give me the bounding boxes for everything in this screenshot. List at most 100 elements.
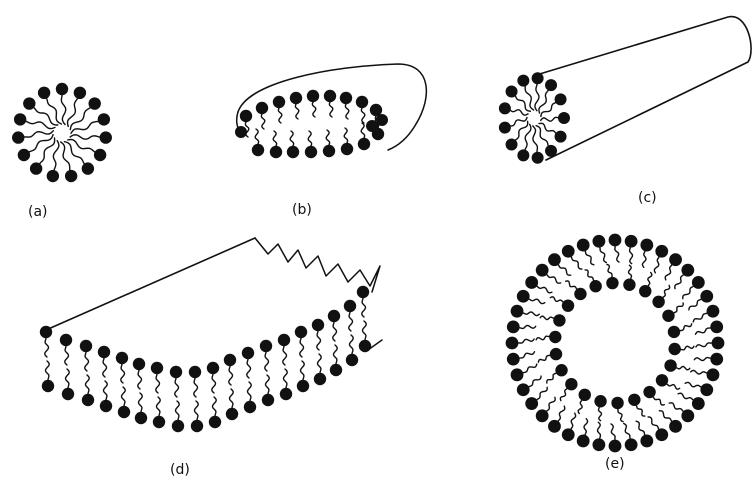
lipid-tail [273,131,276,147]
lipid-head [669,420,682,433]
lipid-tail [536,126,549,147]
lipid-head [18,149,30,161]
lipid-tail [326,130,329,146]
lipid-tail [61,142,70,171]
lipid-head [536,409,549,422]
lipid-head [592,235,605,248]
lipid-head [579,389,591,401]
lipid-tail [663,285,670,297]
lipid-tail [255,129,258,145]
lipid-head [700,383,713,396]
lipid-tail [537,286,552,293]
lipid-tail [344,128,347,144]
vesicle [506,234,725,453]
lipid-head [710,320,723,333]
lipid-head [589,280,601,292]
lipid-tail [607,264,612,277]
lipid-tail [248,382,252,401]
lipid-head [562,245,575,258]
lipid-tail [312,101,315,117]
lipid-head [562,428,575,441]
lipid-tail [85,352,89,371]
lipid-tail [121,364,125,383]
lipid-head [574,288,586,300]
lipid-tail [536,336,549,340]
lipid-head [609,234,622,247]
lipid-head [643,386,655,398]
ink-layer [12,17,751,453]
lipid-head [525,276,538,289]
lipid-tail [361,107,364,123]
lipid-tail [525,85,534,110]
lipid-tail [519,326,536,329]
label-b: (b) [292,202,312,218]
lipid-tail [678,393,693,400]
lipid-head [592,438,605,451]
lipid-tail [648,417,659,430]
lipid-head [359,340,371,352]
lipid-tail [28,135,53,153]
lipid-head [324,90,336,102]
lipid-head [692,276,705,289]
lipid-tail [523,312,540,316]
lipid-head [273,96,285,108]
lipid-head [328,310,340,322]
lipid-tail [194,378,198,397]
lipid-tail [519,352,534,359]
lipid-tail [295,103,298,119]
lipid-head [38,87,50,99]
lipid-head [153,416,165,428]
lipid-head [655,428,668,441]
lipid-head [305,146,317,158]
lipid-head [545,79,557,91]
lipid-head [307,90,319,102]
lipid-head [256,102,268,114]
lipid-tail [540,316,554,319]
lipid-tail [333,322,337,341]
lipid-head [506,337,519,350]
lipid-head [94,149,106,161]
lipid-head [341,143,353,155]
lipid-tail [261,113,264,129]
lipid-tail [66,369,70,388]
lipid-tail [571,413,576,429]
lipid-tail [550,297,563,302]
lipid-head [606,277,618,289]
lipid-head [550,348,562,360]
lipid-tail [525,124,531,150]
lipid-head [517,149,529,161]
lipid-head [506,85,518,97]
lipid-tail [265,352,269,371]
lipid-head [710,353,723,366]
lipid-tail [571,257,582,270]
label-d: (d) [170,462,190,478]
lipid-head [628,394,640,406]
lipid-tail [585,270,594,281]
lipid-head [244,401,256,413]
lipid-head [314,373,326,385]
lipid-tail [680,324,692,331]
lipid-head [209,416,221,428]
lipid-tail [70,135,101,139]
bilayer-sheet [40,238,382,432]
lipid-head [135,412,147,424]
lipid-head [681,409,694,422]
lipid-tail [290,131,293,147]
lipid-tail [642,251,646,268]
lipid-head [323,145,335,157]
lipid-head [240,110,252,122]
lipid-head [623,279,635,291]
lipid-head [242,347,254,359]
lipid-head [191,420,203,432]
lipid-head [594,395,606,407]
lipid-head [100,131,112,143]
lipid-head [297,380,309,392]
lipid-tail [541,117,560,121]
lipid-head [172,420,184,432]
lipid-tail [624,424,631,439]
lipid-tail [329,101,332,117]
lipid-tail [308,131,311,147]
lipid-tail [229,366,233,385]
lipid-tail [529,376,542,387]
